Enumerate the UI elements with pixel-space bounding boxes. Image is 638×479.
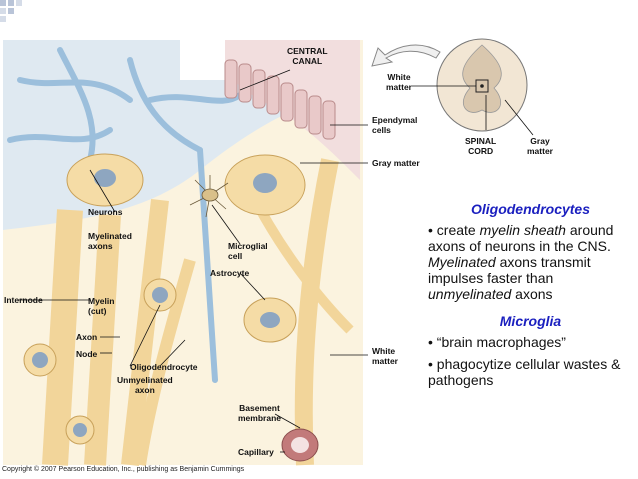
microglia-heading: Microglia: [499, 313, 562, 329]
label-internode: Internode: [4, 295, 43, 305]
label-neurons: Neurons: [88, 207, 123, 217]
central-canal-space: [180, 40, 225, 80]
bullet-macrophages: • “brain macrophages”: [428, 334, 566, 350]
neuron-bodies: [66, 153, 306, 343]
label-astrocyte: Astrocyte: [210, 268, 250, 278]
label-capillary: Capillary: [238, 447, 274, 457]
label-oligodendrocyte: Oligodendrocyte: [130, 362, 198, 372]
axons: [42, 158, 354, 467]
copyright-line: Copyright © 2007 Pearson Education, Inc.…: [2, 466, 245, 473]
oligodendrocytes-heading: Oligodendrocytes: [470, 201, 591, 217]
label-node: Node: [76, 349, 98, 359]
ependymal-cells: [224, 59, 336, 140]
microglial-cell: [189, 175, 229, 218]
corner-decoration: [0, 0, 30, 22]
bullet-phagocytize: • phagocytize cellular wastes & pathogen…: [428, 356, 621, 388]
oligodendrocyte-cells: [23, 278, 177, 445]
spinal-cord-inset: [436, 38, 528, 132]
label-gray-matter: Gray matter: [372, 158, 420, 168]
label-axon: Axon: [76, 332, 98, 342]
text-panel: Oligodendrocytes • create myelin sheath …: [428, 200, 633, 394]
capillary: [281, 428, 319, 462]
astrocyte-processes: [7, 47, 243, 383]
leader-lines: [18, 69, 534, 453]
label-myelin-cut: Myelin(cut): [88, 296, 115, 316]
inset-arrow: [371, 44, 441, 67]
bullet-myelin: • create myelin sheath around axons of n…: [428, 222, 614, 302]
